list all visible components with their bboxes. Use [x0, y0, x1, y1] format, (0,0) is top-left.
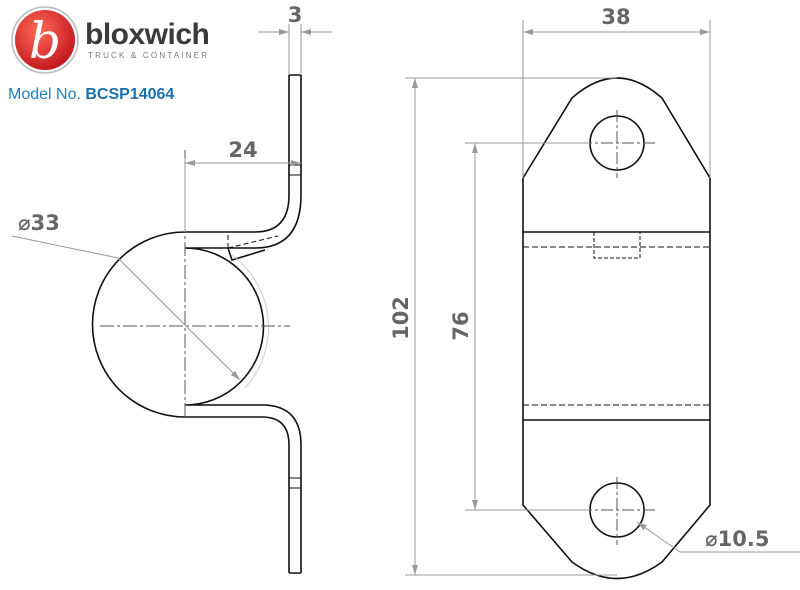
dim-bore-diameter: ⌀33 — [18, 211, 60, 235]
svg-text:b: b — [29, 12, 61, 70]
dim-width: 38 — [601, 5, 630, 29]
model-label: Model No. — [8, 86, 81, 103]
dim-length: 102 — [389, 296, 413, 340]
dim-hole-diameter: ⌀10.5 — [705, 527, 769, 551]
dimension-labels: 3 24 ⌀33 38 102 76 ⌀10.5 — [18, 3, 769, 551]
model-code: BCSP14064 — [85, 86, 175, 103]
dim-thickness: 3 — [288, 3, 303, 27]
brand-tagline: TRUCK & CONTAINER — [88, 51, 210, 60]
logo-mark: b — [11, 6, 79, 74]
front-view — [522, 77, 711, 580]
dim-hole-centres: 76 — [449, 311, 473, 340]
model-number: Model No. BCSP14064 — [8, 86, 174, 104]
dimension-lines — [11, 20, 800, 576]
brand-name: bloxwich — [85, 18, 210, 51]
dim-offset: 24 — [228, 138, 257, 162]
side-view — [91, 74, 302, 574]
